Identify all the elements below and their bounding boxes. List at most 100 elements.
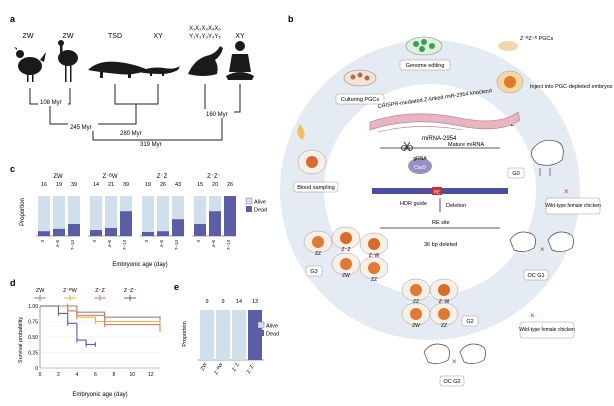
legend-d-3: Z⁻Z⁻	[124, 288, 137, 294]
g0-box	[507, 167, 525, 179]
bar-count-3-0: 15	[197, 182, 203, 188]
panel-c-xlabel: Embryonic age (day)	[112, 262, 167, 268]
div-319: 319 Myr	[140, 142, 162, 148]
chickens-g2-icon	[423, 343, 486, 364]
hdr-label: HDR guide	[400, 201, 427, 207]
egg-g3-label-3: Z⁻W	[369, 253, 380, 259]
eggs-g3: ZZ Z⁻Z ZW Z⁻W ZZ	[303, 226, 389, 283]
bar-alive-0-2	[68, 196, 80, 224]
e-cat-3: Z⁻Z⁻	[246, 362, 257, 375]
bar-alive-3-0	[194, 196, 206, 224]
e-cat-2: Z⁻Z	[231, 362, 241, 373]
group-title-3: Z⁻Z⁻	[207, 174, 221, 180]
panel-e-ylabel: Proportion	[182, 321, 188, 346]
panel-c-chart: ZW163194–6397–13Z⁻ᴮW143214–6397–13Z⁻Z193…	[36, 173, 236, 250]
panel-d-letter: d	[10, 278, 16, 288]
bar-count-0-1: 19	[56, 182, 62, 188]
panel-d-lines	[40, 303, 161, 347]
bar-count-1-2: 39	[123, 182, 129, 188]
div-280: 280 Myr	[120, 131, 142, 137]
bar-count-2-0: 19	[145, 182, 151, 188]
bar-age-3-1: 4–6	[211, 240, 216, 248]
bar-age-0-2: 7–13	[70, 240, 75, 251]
eggs-g2: ZZ Z⁻W ZW ZZ	[401, 278, 459, 329]
bar-alive-0-1	[53, 196, 65, 229]
g2-box	[461, 315, 479, 327]
crocodile-icon	[88, 61, 148, 78]
grna-label: gRNA	[413, 156, 427, 162]
bar-dead-3-0	[194, 224, 206, 236]
bar-age-1-0: 3	[92, 240, 97, 243]
panel-e-letter: e	[174, 282, 179, 292]
bar-count-1-0: 14	[93, 182, 99, 188]
oc-g1-box	[523, 269, 549, 281]
e-cat-1: Z⁻ᴮW	[213, 362, 225, 376]
legend-d-1: Z⁻ᴮW	[63, 287, 78, 294]
blood-sampling-box	[293, 181, 339, 193]
label-chicken: ZW	[23, 33, 34, 40]
bar-alive-1-0	[90, 196, 102, 230]
bar-dead-0-1	[53, 228, 65, 236]
emu-icon	[58, 40, 78, 82]
re-label: RE	[434, 190, 440, 195]
e-cat-0: ZW	[200, 362, 209, 372]
egg-g3-label-1: Z⁻Z	[342, 247, 351, 253]
panel-e-legend: Alive Dead	[257, 321, 279, 338]
e-bar-alive-1	[216, 310, 230, 360]
panel-d-xlabel: Embryonic age (day)	[72, 392, 127, 398]
bar-count-3-2: 26	[227, 182, 233, 188]
e-count-2: 14	[236, 299, 242, 305]
bar-dead-0-2	[68, 224, 80, 236]
bar-dead-2-1	[157, 231, 169, 236]
bar-dead-3-1	[209, 211, 221, 236]
inject-egg	[496, 70, 524, 94]
inject-line: Inject into PGC-depleted embryos	[530, 84, 613, 90]
e-count-0: 9	[205, 299, 208, 305]
bar-alive-1-1	[105, 196, 117, 228]
label-human: XY	[235, 33, 245, 40]
legend-d-2: Z⁻Z	[95, 288, 105, 294]
egg-g3-label-4: ZZ	[371, 277, 377, 283]
group-title-1: Z⁻ᴮW	[103, 173, 118, 180]
bar-dead-2-2	[172, 219, 184, 236]
div-160: 160 Myr	[206, 112, 228, 118]
panel-b-letter: b	[288, 14, 294, 24]
chromosome-z	[369, 111, 521, 133]
bar-alive-2-1	[157, 196, 169, 232]
oc-g1-label: OC G1	[527, 273, 544, 279]
d-ytick-3: 0.75	[28, 319, 38, 325]
label-lizard: XY	[153, 33, 163, 40]
panel-c-legend: Alive Dead	[245, 197, 267, 214]
mirna-label: miRNA-2954	[422, 136, 457, 142]
g3-box	[305, 265, 323, 277]
chicken-icon	[14, 47, 46, 82]
g0-label: G0	[512, 171, 519, 177]
panel-c-letter: c	[10, 164, 15, 174]
oc-g2-box	[439, 375, 465, 387]
div-245: 245 Myr	[70, 125, 92, 131]
e-count-1: 9	[221, 299, 224, 305]
genome-editing-label: Genome editing	[406, 63, 445, 69]
panel-c-ylabel: Proportion	[20, 198, 26, 226]
d-xtick-6: 12	[148, 372, 154, 378]
survival-line-0	[40, 305, 161, 319]
bar-dead-3-2	[224, 196, 236, 236]
rooster-g0-icon	[531, 139, 564, 176]
panel-d-ylabel: Survival probability	[18, 317, 24, 363]
wt-female-2-box	[519, 321, 575, 339]
re-site-label: RE site	[432, 220, 450, 226]
wt-female-1-mark: ×	[564, 187, 569, 196]
egg-g3-label-0: ZZ	[315, 251, 321, 257]
genome-editing-dish: Genome editing	[399, 36, 451, 71]
cas9-complex: gRNA Cas9	[408, 156, 432, 174]
bar-dead-1-1	[105, 228, 117, 236]
panel-d-legend: ZW Z⁻ᴮW Z⁻Z Z⁻Z⁻	[34, 287, 136, 301]
blood-sample-egg	[297, 124, 327, 175]
bar-age-1-2: 7–13	[122, 240, 127, 251]
d-xtick-2: 4	[76, 372, 79, 378]
bar-age-0-0: 3	[40, 240, 45, 243]
d-xtick-4: 8	[112, 372, 115, 378]
inject-label: Inject into PGC-depleted embryos	[530, 84, 613, 90]
